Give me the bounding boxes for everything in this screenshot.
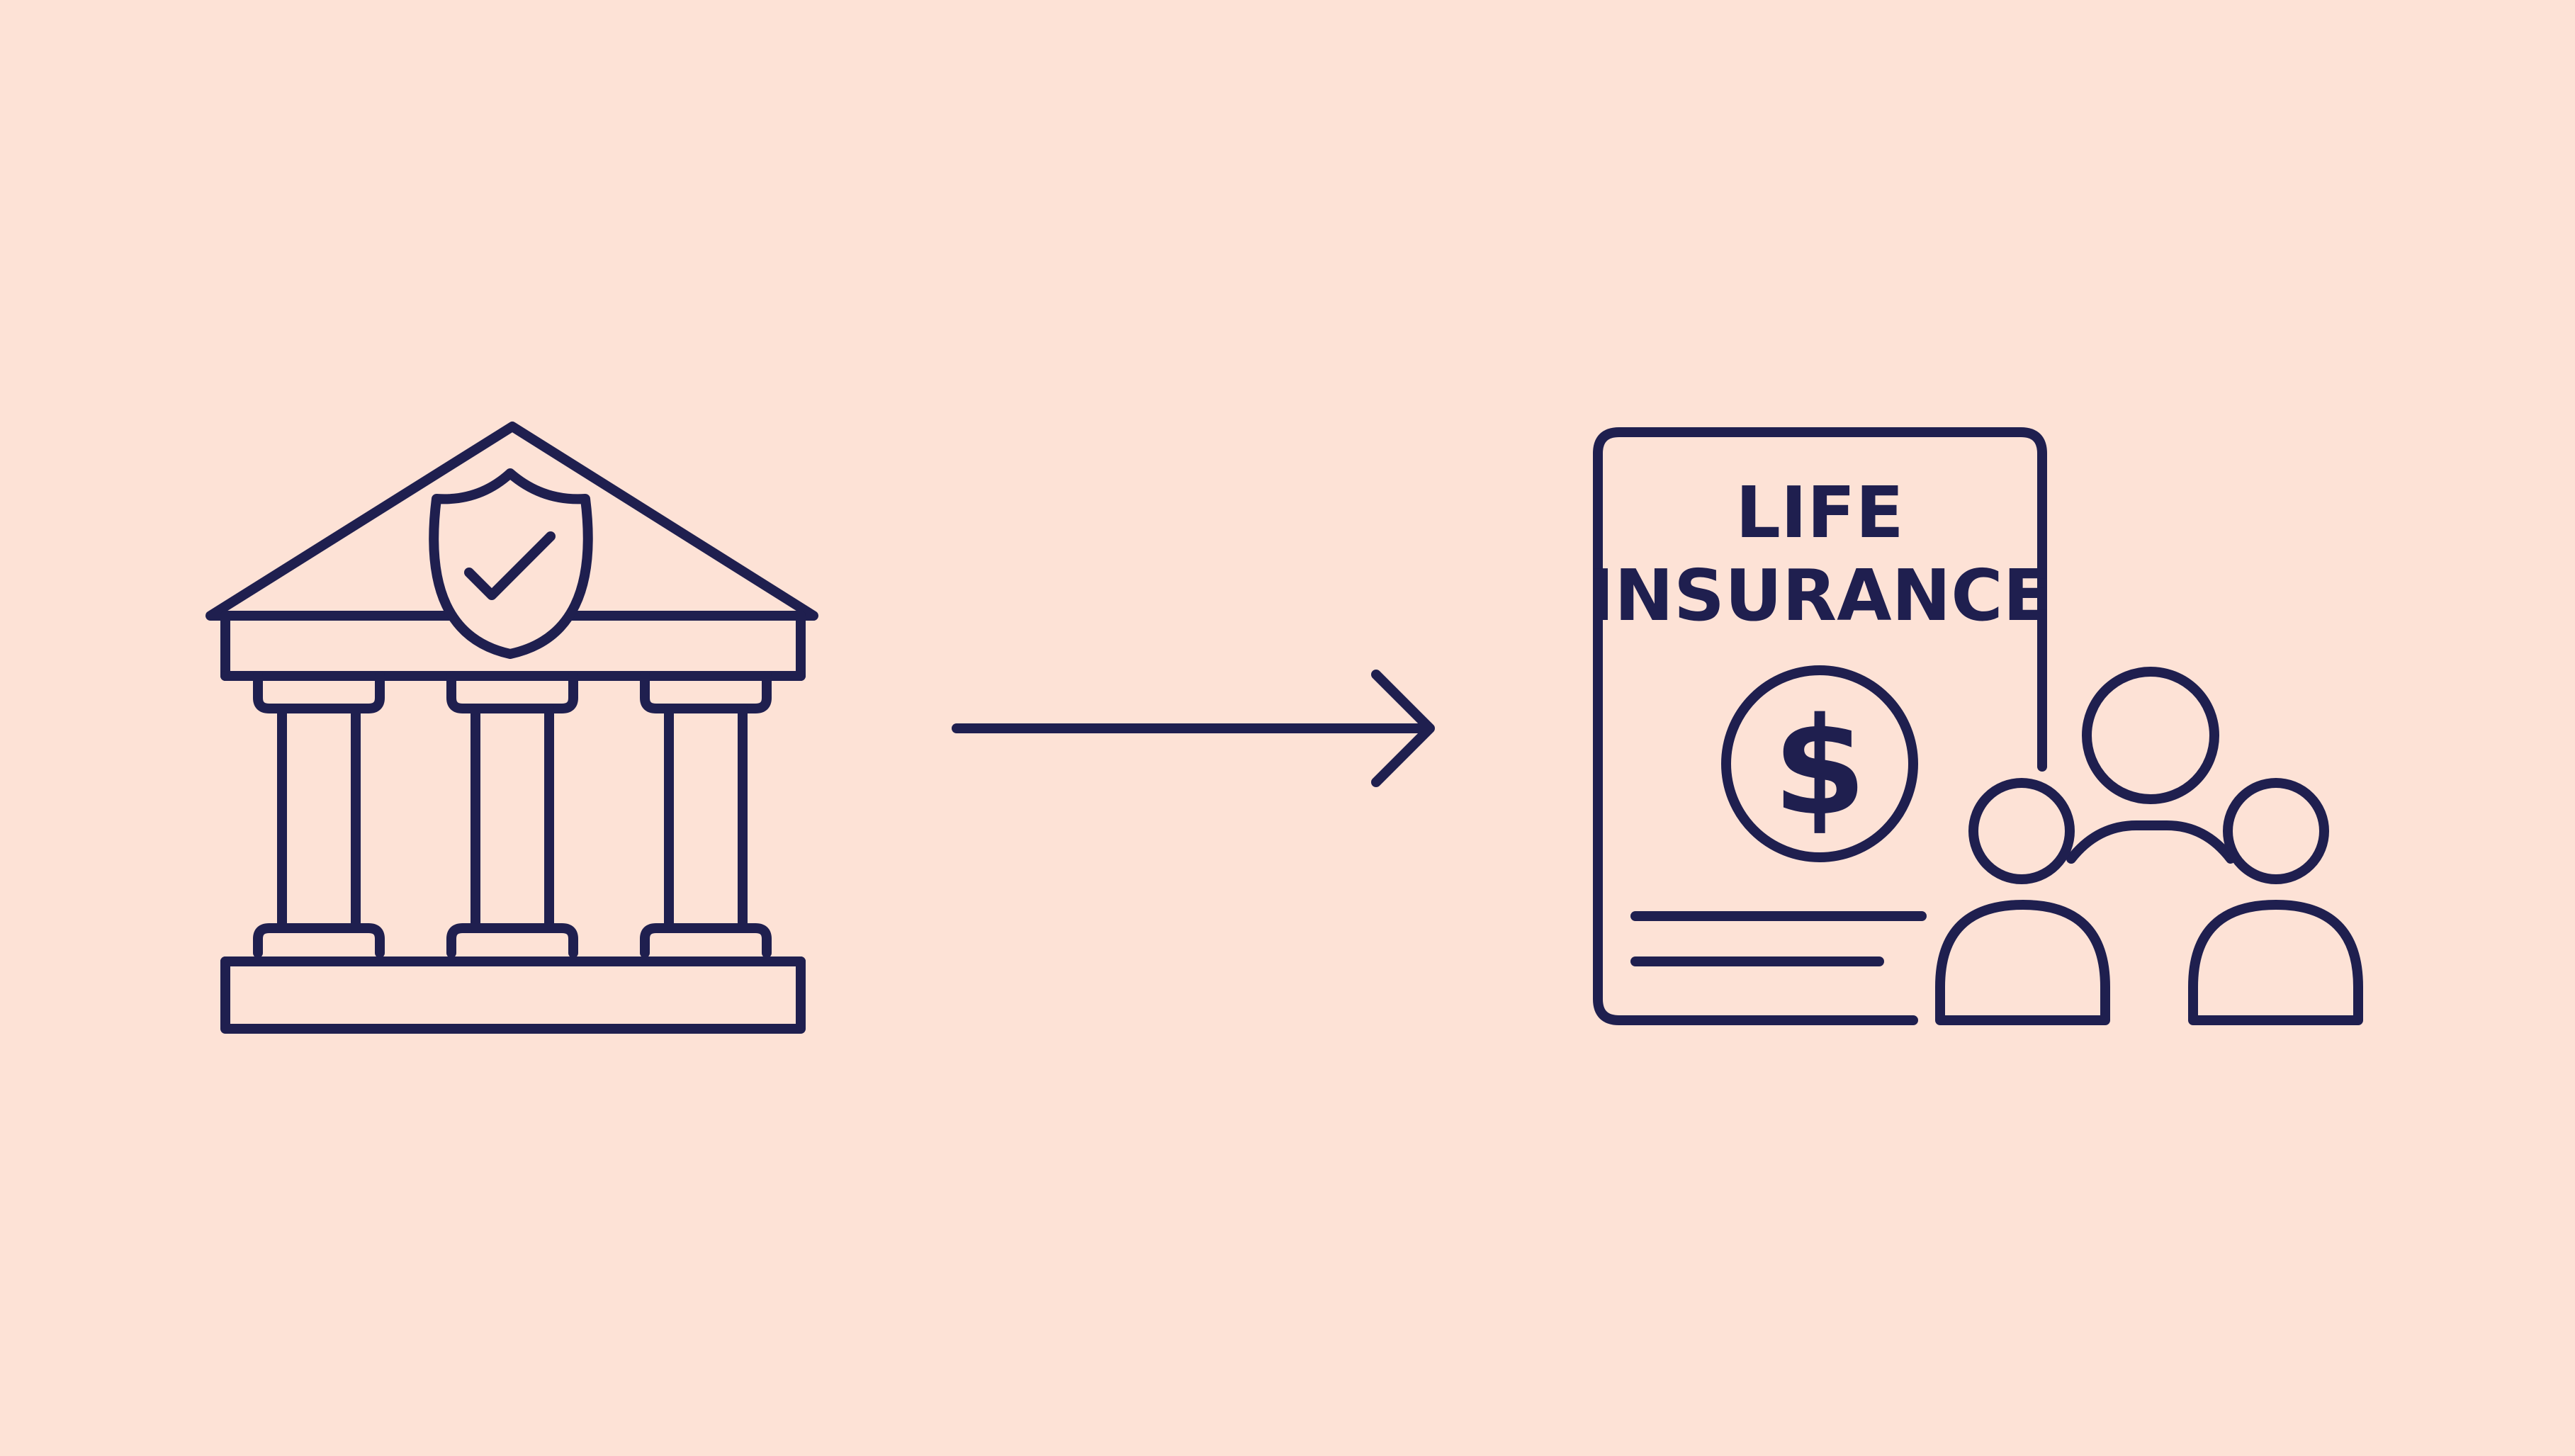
person-right-head: [2223, 778, 2329, 884]
bank-base: [220, 956, 806, 1034]
person-left-body: [1935, 900, 2110, 1025]
bank-column-2: [446, 671, 578, 958]
bank-column-1: [253, 671, 385, 958]
bank-column-3: [640, 671, 772, 958]
bank-building-with-shield-icon: [205, 422, 818, 1034]
person-right-body: [2188, 900, 2363, 1025]
person-center-head: [2082, 667, 2219, 804]
check-icon: [464, 531, 556, 600]
person-center-shoulders: [2066, 820, 2236, 864]
policy-title-line-1: LIFE: [1735, 471, 1904, 554]
family-group-icon: [1935, 667, 2363, 1025]
shield-icon: [429, 468, 593, 659]
dollar-sign-icon: $: [1773, 689, 1866, 845]
policy-title-line-2: INSURANCE: [1588, 554, 2051, 637]
person-left-head: [1968, 778, 2075, 884]
document-outline: [1593, 427, 2047, 1025]
arrow-right-icon: [952, 670, 1435, 787]
life-insurance-policy-document-icon: [1593, 427, 2047, 1025]
dollar-coin-icon: [1721, 665, 1918, 862]
